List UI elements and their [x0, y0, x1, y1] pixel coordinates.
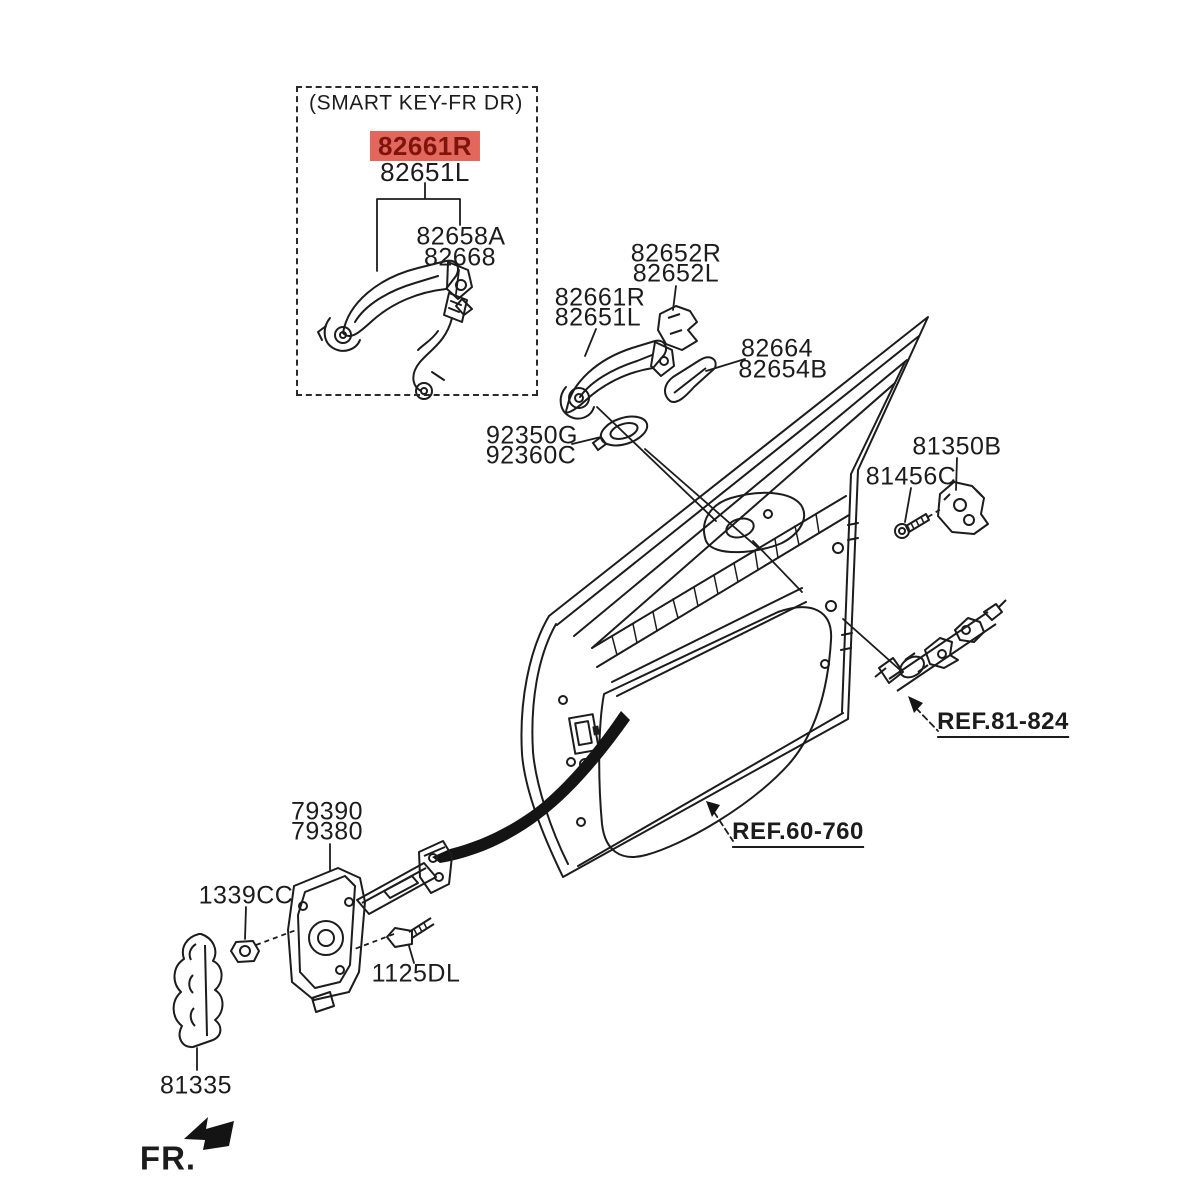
- part-label-end-cover-l: 82652L: [632, 259, 720, 288]
- smart-key-handle-drawing: [317, 259, 473, 400]
- door-panel-drawing: [520, 316, 929, 878]
- part-label-82664: 82664: [740, 334, 814, 363]
- part-label-79380: 79380: [290, 817, 364, 846]
- latch-assembly-drawing: [874, 599, 1007, 692]
- part-label-81350B: 81350B: [912, 432, 1002, 461]
- ref-label-door-panel: REF.60-760: [732, 820, 864, 848]
- ref-label-latch: REF.81-824: [937, 710, 1069, 738]
- part-label-81456C: 81456C: [865, 462, 957, 491]
- handle-end-cover-drawing: [657, 305, 698, 351]
- part-label-92350G: 92350G: [486, 421, 578, 450]
- leader-lines: [196, 182, 958, 1071]
- smart-key-box-title: (SMART KEY-FR DR): [308, 91, 524, 115]
- handle-pad-drawing: [664, 356, 717, 403]
- part-label-1339CC: 1339CC: [198, 881, 294, 910]
- part-label-82658A: 82658A: [416, 222, 506, 251]
- door-checker-drawing: [230, 840, 453, 1013]
- part-label-82651L: 82651L: [380, 157, 470, 187]
- front-direction-arrow: [184, 1117, 234, 1150]
- part-label-82654B: 82654B: [738, 355, 828, 384]
- door-ref-arrow: [706, 801, 720, 817]
- part-label-81335: 81335: [159, 1071, 233, 1100]
- smart-key-module-drawing: [591, 415, 649, 452]
- smart-key-option-box: [296, 86, 538, 396]
- part-label-1125DL: 1125DL: [371, 959, 461, 988]
- latch-ref-arrow: [908, 696, 923, 713]
- outer-handle-drawing: [559, 339, 675, 420]
- part-label-82661R-highlighted: 82661R: [369, 131, 481, 161]
- part-label-79390: 79390: [290, 797, 364, 826]
- part-label-end-cover-r: 82652R: [630, 239, 722, 268]
- part-label-92360C: 92360C: [485, 441, 577, 470]
- part-label-outer-handle-l: 82651L: [554, 303, 642, 332]
- part-label-82668: 82668: [423, 243, 497, 272]
- part-label-outer-handle-r: 82661R: [554, 283, 646, 312]
- door-hinge-drawing: [894, 481, 989, 539]
- front-direction-label: FR.: [139, 1139, 197, 1177]
- body-bracket-drawing: [172, 933, 224, 1049]
